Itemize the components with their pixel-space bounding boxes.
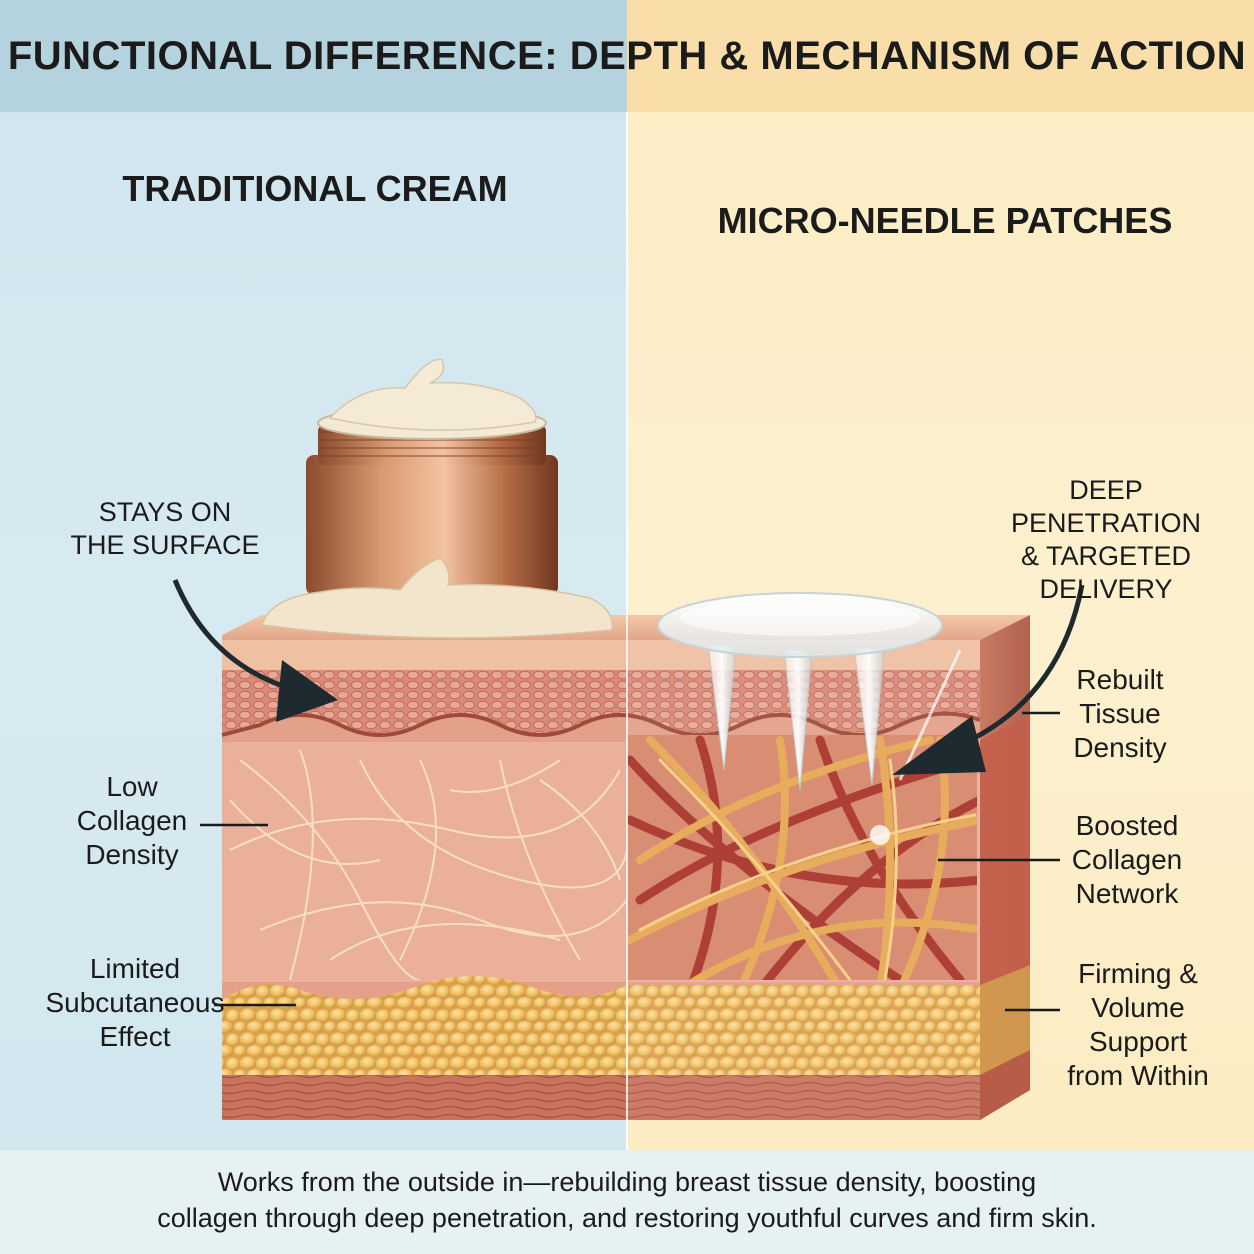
label-line: Density (85, 839, 179, 870)
label-line: Tissue (1079, 698, 1161, 729)
label-line: Network (1075, 878, 1179, 909)
label-stays-on-surface: STAYS ON THE SURFACE (70, 496, 260, 562)
label-line: Collagen (76, 805, 188, 836)
subcutaneous-fat (222, 976, 980, 1075)
title-band-right (627, 0, 1254, 112)
sparse-collagen-fibers (229, 749, 627, 980)
footer-caption: Works from the outside in—rebuilding bre… (60, 1164, 1194, 1236)
label-line: Support (1088, 1026, 1188, 1057)
label-boosted-collagen: Boosted Collagen Network (1060, 809, 1194, 911)
label-line: THE SURFACE (70, 530, 260, 560)
cream-jar (306, 358, 558, 595)
label-line: Effect (99, 1021, 171, 1052)
panel-divider (626, 112, 628, 1152)
label-line: Boosted (1075, 810, 1179, 841)
cream-dollop (261, 557, 614, 639)
label-line: DELIVERY (1039, 574, 1173, 604)
base-tissue (222, 1075, 980, 1120)
footer-line: collagen through deep penetration, and r… (157, 1203, 1097, 1233)
label-line: from Within (1067, 1060, 1209, 1091)
footer-line: Works from the outside in—rebuilding bre… (217, 1167, 1037, 1197)
label-line: DEEP PENETRATION (1010, 475, 1201, 538)
penetration-arrow (892, 584, 1085, 775)
right-heading: MICRO-NEEDLE PATCHES (717, 200, 1173, 241)
surface-arrow (172, 579, 338, 722)
leader-lines (200, 711, 1060, 1012)
label-line: Collagen (1071, 844, 1183, 875)
label-limited-subcutaneous: Limited Subcutaneous Effect (20, 952, 250, 1054)
micro-needle-patch (657, 592, 962, 845)
label-line: & TARGETED (1020, 541, 1192, 571)
label-firming-volume: Firming & Volume Support from Within (1050, 957, 1226, 1093)
label-line: Limited (89, 953, 181, 984)
label-line: Rebuilt (1076, 664, 1164, 695)
label-line: Subcutaneous (45, 987, 225, 1018)
footer-band (0, 1150, 1254, 1254)
label-line: STAYS ON (98, 497, 232, 527)
dense-collagen-network (627, 735, 977, 980)
dermal-junction (221, 711, 981, 737)
label-line: Density (1073, 732, 1167, 763)
left-heading: TRADITIONAL CREAM (122, 168, 508, 209)
label-line: Firming & (1078, 958, 1198, 989)
label-low-collagen: Low Collagen Density (62, 770, 202, 872)
page-title: FUNCTIONAL DIFFERENCE: DEPTH & MECHANISM… (7, 34, 1247, 78)
label-deep-penetration: DEEP PENETRATION & TARGETED DELIVERY (976, 474, 1236, 606)
label-line: Low (106, 771, 158, 802)
label-line: Volume (1091, 992, 1185, 1023)
title-band-left (0, 0, 627, 112)
label-rebuilt-tissue: Rebuilt Tissue Density (1058, 663, 1182, 765)
